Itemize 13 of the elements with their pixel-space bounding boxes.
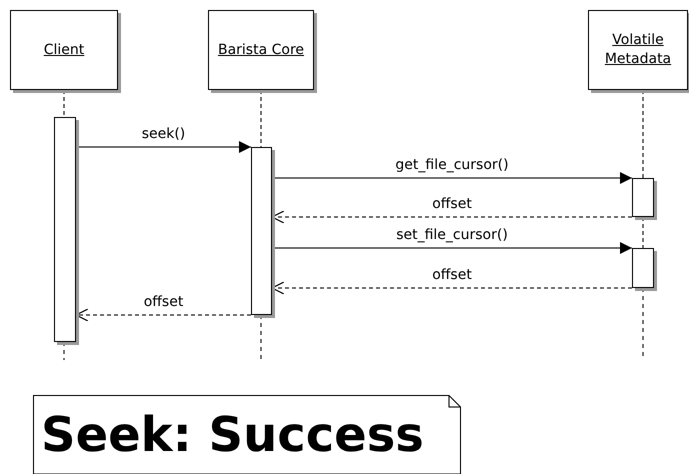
participant-name: Barista Core [218, 40, 304, 60]
lifeline-header-box [10, 10, 118, 90]
note-box [33, 395, 461, 474]
participant-name: Client [44, 40, 84, 60]
participant-name: Volatile Metadata [604, 31, 672, 69]
lifeline-header-box [208, 10, 314, 90]
lifeline-header-box [588, 10, 688, 90]
edge-label: set_file_cursor() [394, 227, 510, 243]
activation-bar [632, 248, 654, 288]
note-text: Seek: Success [41, 407, 424, 463]
activation-bar [632, 178, 654, 217]
activation-bar [251, 147, 272, 315]
activation-bar [54, 117, 76, 342]
